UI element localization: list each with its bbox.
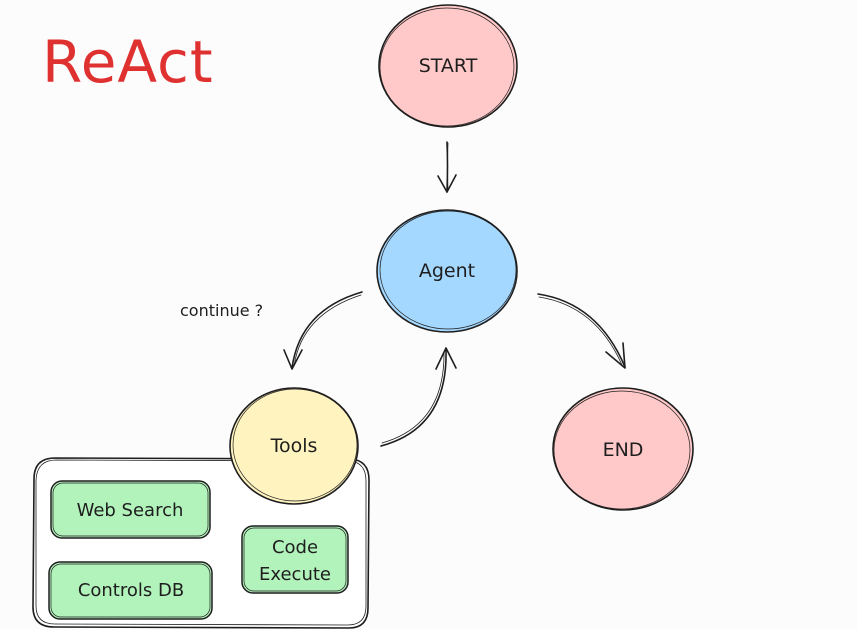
edge-agent-tools — [283, 291, 363, 370]
tools-group: Web Search Controls DB Code Execute — [32, 457, 370, 629]
node-agent-label: Agent — [419, 260, 475, 282]
edge-label-continue: continue ? — [180, 301, 263, 320]
web-search-box: Web Search — [50, 480, 211, 539]
controls-db-label: Controls DB — [78, 580, 184, 601]
edge-agent-end — [537, 293, 626, 369]
node-start-label: START — [419, 55, 478, 77]
web-search-label: Web Search — [77, 500, 184, 521]
edge-start-agent — [437, 141, 457, 193]
diagram-title: ReAct — [42, 28, 214, 96]
node-tools: Tools — [229, 387, 359, 505]
controls-db-box: Controls DB — [48, 561, 213, 620]
edge-tools-agent — [380, 347, 457, 447]
node-start: START — [378, 4, 518, 128]
node-end: END — [552, 387, 694, 511]
code-execute-label-line2: Execute — [259, 564, 331, 585]
node-agent: Agent — [376, 209, 518, 333]
node-end-label: END — [603, 439, 644, 461]
node-tools-label: Tools — [270, 435, 318, 457]
code-execute-label-line1: Code — [272, 537, 318, 558]
code-execute-box: Code Execute — [241, 525, 349, 594]
